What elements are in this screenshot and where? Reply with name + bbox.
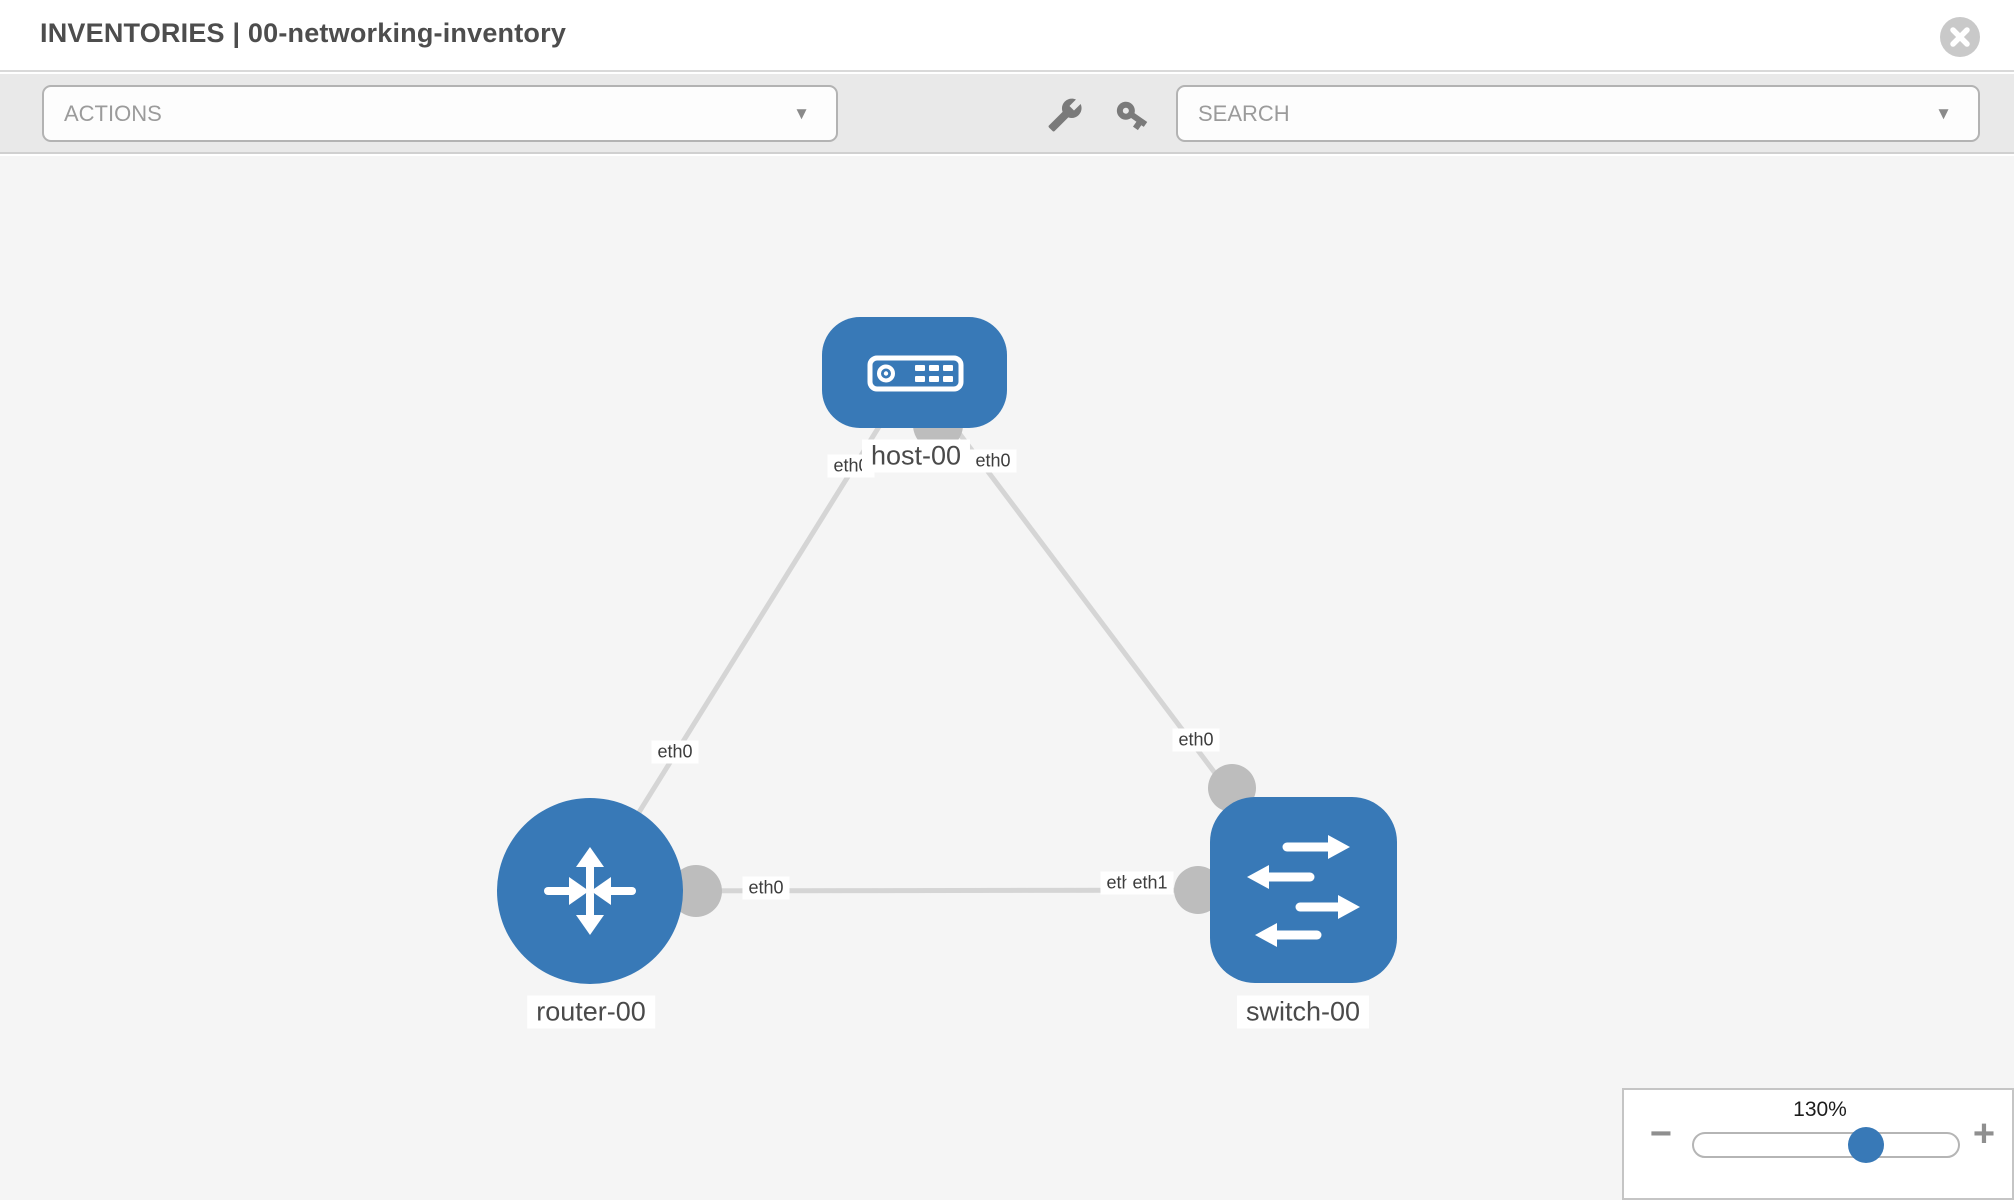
node-label-router: router-00: [527, 995, 655, 1029]
configure-button[interactable]: [1047, 97, 1083, 133]
interface-label: eth0: [651, 740, 699, 764]
interface-label: eth0: [969, 449, 1017, 473]
node-host-00[interactable]: [822, 317, 1007, 428]
topology-svg: [497, 317, 1397, 984]
actions-dropdown[interactable]: ACTIONS ▼: [42, 85, 838, 142]
toolbar: ACTIONS ▼ SEARCH ▼: [0, 74, 2014, 154]
search-dropdown-label: SEARCH: [1198, 101, 1290, 126]
zoom-level-readout: 130%: [1793, 1098, 1847, 1121]
zoom-slider[interactable]: [1692, 1127, 1960, 1163]
chevron-down-icon: ▼: [793, 104, 810, 123]
search-dropdown[interactable]: SEARCH ▼: [1176, 85, 1980, 142]
interface-label: eth0: [742, 876, 790, 900]
zoom-control-panel: 130% − +: [1622, 1088, 2014, 1200]
credentials-button[interactable]: [1114, 97, 1150, 133]
host-icon: [867, 355, 964, 392]
close-icon: [1950, 27, 1970, 47]
zoom-out-button[interactable]: −: [1649, 1113, 1673, 1155]
wrench-icon: [1048, 98, 1082, 132]
actions-dropdown-label: ACTIONS: [64, 101, 162, 126]
page-title: INVENTORIES | 00-networking-inventory: [40, 18, 567, 48]
node-switch-00[interactable]: [1210, 797, 1397, 983]
switch-icon: [1247, 835, 1360, 947]
router-icon: [544, 847, 636, 935]
header: INVENTORIES | 00-networking-inventory: [0, 0, 2014, 72]
node-label-host: host-00: [861, 439, 971, 473]
node-router-00[interactable]: [497, 798, 683, 984]
zoom-slider-thumb[interactable]: [1848, 1127, 1884, 1163]
node-label-switch: switch-00: [1236, 995, 1370, 1029]
topology-canvas[interactable]: [0, 156, 2014, 1200]
link-endpoint-router: [670, 865, 722, 917]
close-button[interactable]: [1940, 17, 1980, 57]
interface-label: eth1: [1126, 871, 1174, 895]
interface-label: eth0: [1172, 728, 1220, 752]
key-icon: [1116, 101, 1148, 131]
zoom-in-button[interactable]: +: [1972, 1113, 1996, 1155]
chevron-down-icon: ▼: [1935, 104, 1952, 123]
